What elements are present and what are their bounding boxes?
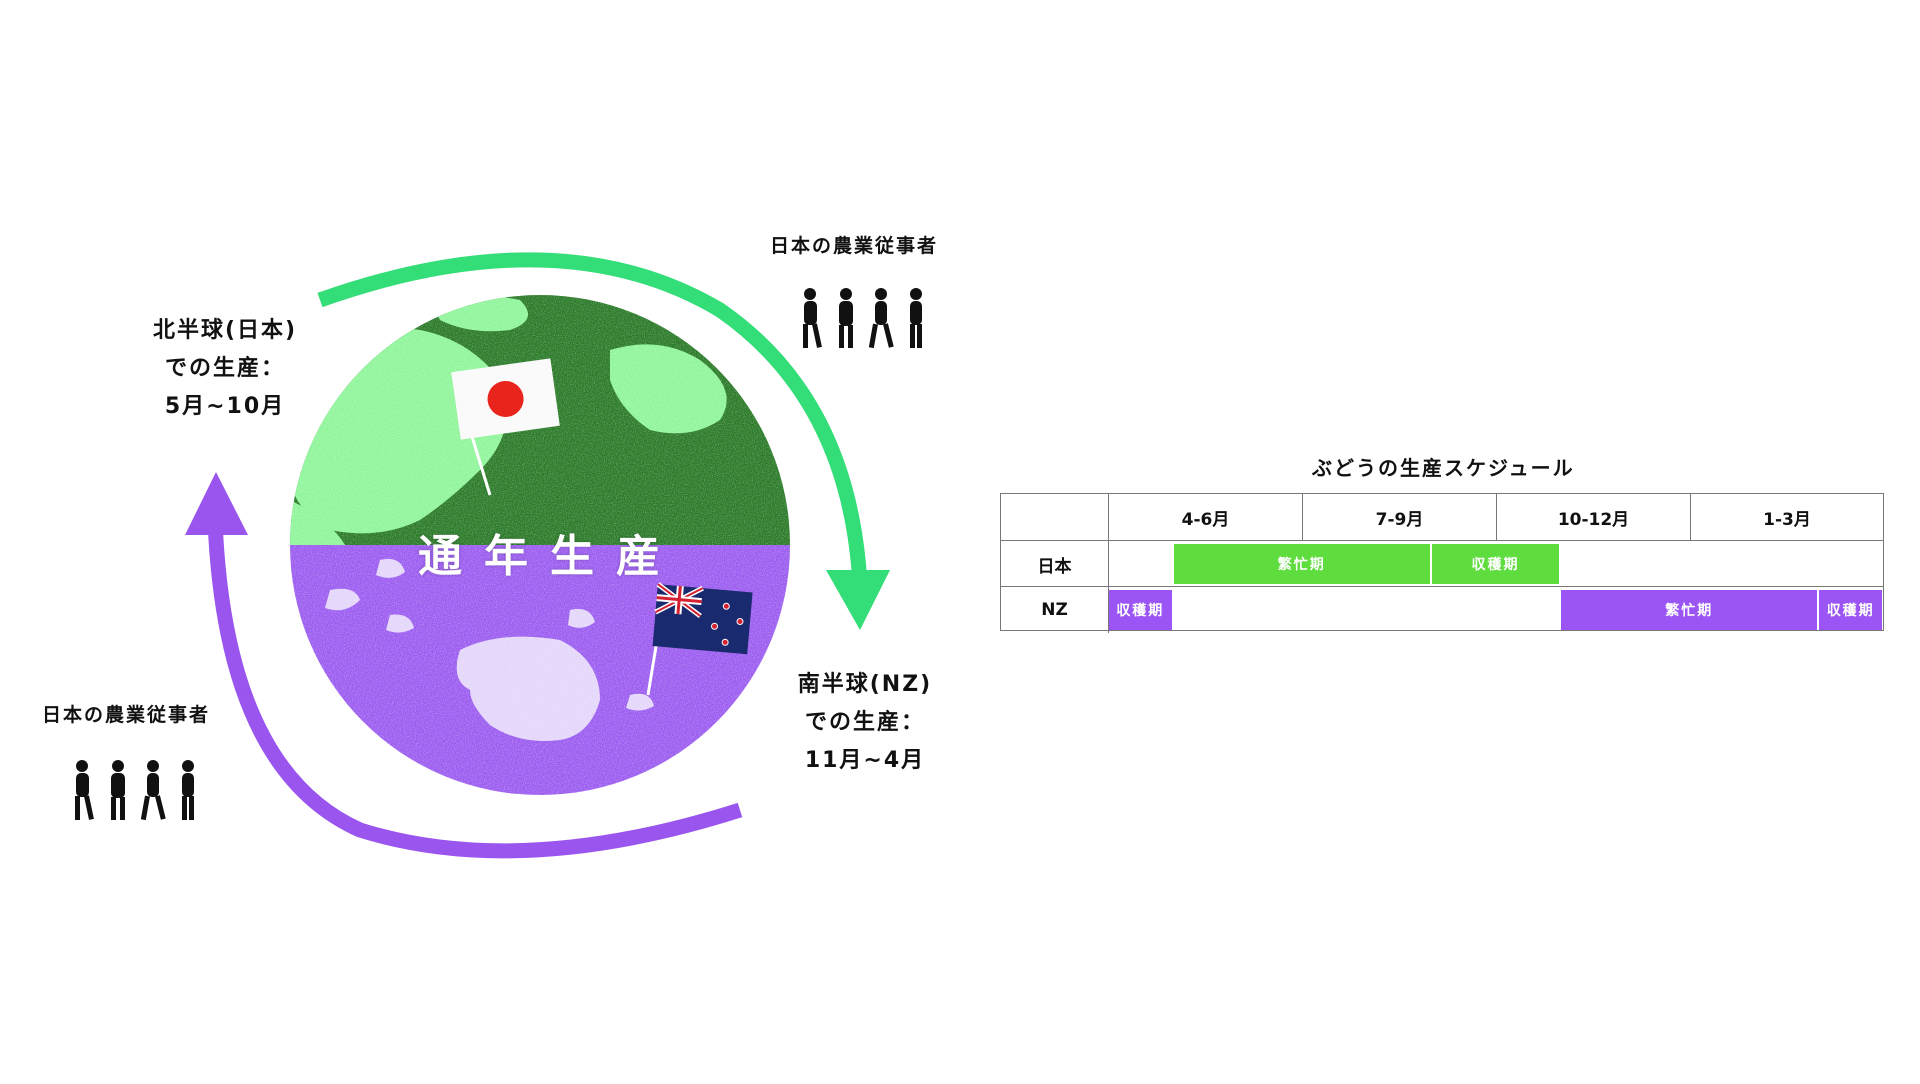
schedule-row-japan: 日本 繁忙期収穫期 bbox=[1001, 540, 1883, 587]
schedule-header-row: 4-6月 7-9月 10-12月 1-3月 bbox=[1001, 494, 1883, 540]
grape-cycle-diagram: 通年生産 北半球(日本) での生産： 5月~10月 南半球(NZ) での生産： … bbox=[42, 235, 960, 859]
japan-flag-icon bbox=[451, 358, 560, 496]
workers-icon-bottom bbox=[75, 760, 194, 821]
south-to-north-arrow bbox=[185, 472, 743, 859]
workers-icon-top bbox=[803, 288, 922, 349]
south-production-label: 南半球(NZ) での生産： 11月~4月 bbox=[770, 666, 960, 780]
south-label-line-1: 南半球(NZ) bbox=[797, 672, 933, 697]
row-label-japan: 日本 bbox=[1001, 541, 1109, 587]
globe-illustration bbox=[75, 252, 922, 859]
workers-title-top: 日本の農業従事者 bbox=[770, 235, 939, 257]
north-label-line-1: 北半球(日本) bbox=[152, 318, 298, 343]
row-label-nz: NZ bbox=[1001, 587, 1109, 633]
column-header: 7-9月 bbox=[1302, 494, 1496, 540]
schedule-bar: 収穫期 bbox=[1109, 590, 1172, 630]
globe bbox=[290, 295, 790, 795]
schedule-bar: 収穫期 bbox=[1819, 590, 1882, 630]
schedule-bar: 繁忙期 bbox=[1561, 590, 1818, 630]
workers-title-bottom: 日本の農業従事者 bbox=[42, 704, 211, 726]
column-header: 10-12月 bbox=[1496, 494, 1690, 540]
south-label-line-3: 11月~4月 bbox=[804, 748, 926, 773]
schedule-corner-cell bbox=[1001, 494, 1109, 540]
column-header: 4-6月 bbox=[1108, 494, 1302, 540]
schedule-title: ぶどうの生産スケジュール bbox=[1312, 456, 1575, 480]
north-to-south-arrow bbox=[317, 252, 890, 630]
schedule-table: 4-6月 7-9月 10-12月 1-3月 日本 繁忙期収穫期 NZ 収穫期繁忙… bbox=[1000, 493, 1884, 633]
schedule-bar: 収穫期 bbox=[1431, 544, 1560, 584]
north-label-line-3: 5月~10月 bbox=[164, 394, 286, 419]
column-header: 1-3月 bbox=[1690, 494, 1883, 540]
schedule-bar: 繁忙期 bbox=[1173, 544, 1430, 584]
south-label-line-2: での生産： bbox=[804, 710, 925, 735]
north-label-line-2: での生産： bbox=[164, 356, 285, 381]
north-production-label: 北半球(日本) での生産： 5月~10月 bbox=[120, 312, 330, 426]
center-label: 通年生産 bbox=[418, 531, 682, 582]
new-zealand-flag-icon bbox=[646, 582, 753, 696]
schedule-row-nz: NZ 収穫期繁忙期収穫期 bbox=[1001, 586, 1883, 633]
